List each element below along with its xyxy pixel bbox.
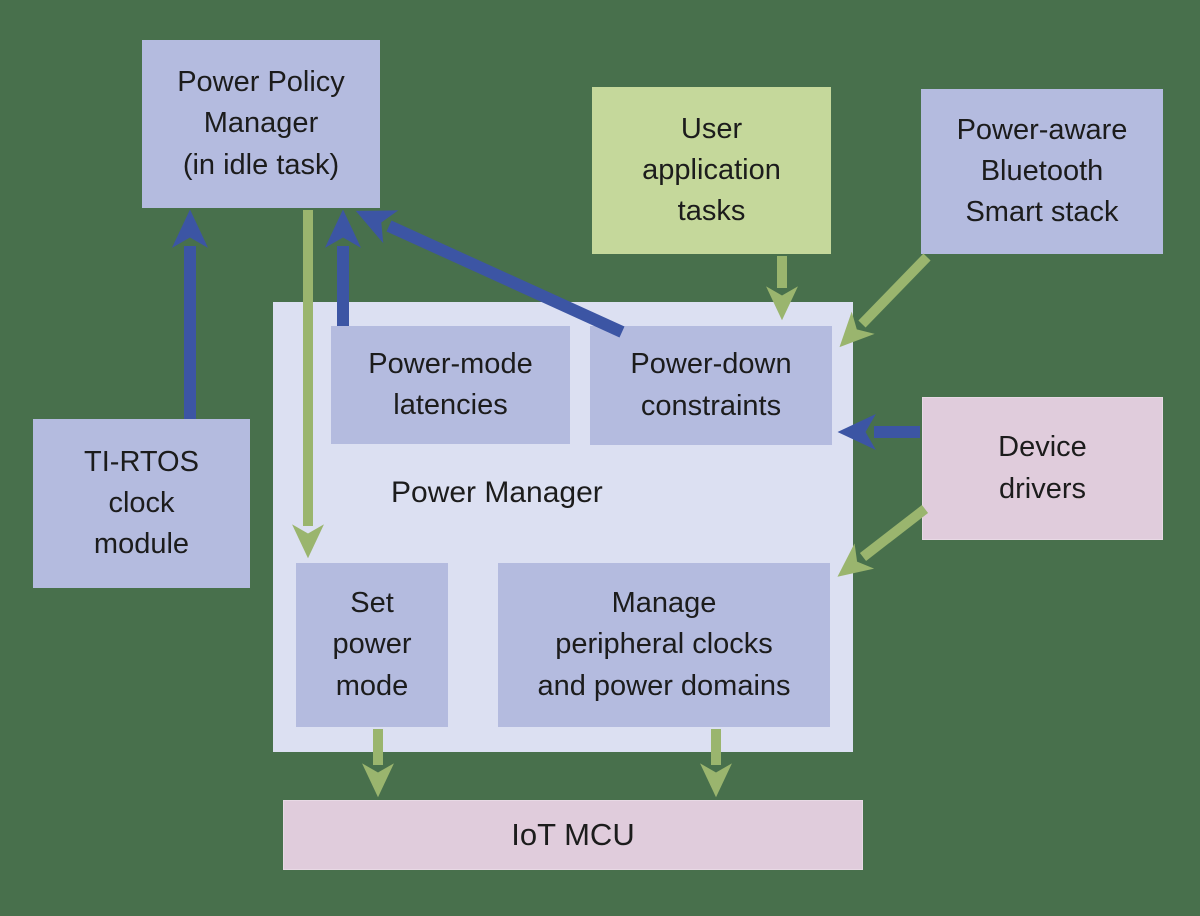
box-iot-mcu: IoT MCU [283,800,863,870]
arrow-bluetooth-to-constraints [839,253,931,348]
power-policy-manager-label: Power Policy Manager (in idle task) [177,66,345,181]
iot-mcu-label: IoT MCU [511,816,635,852]
bluetooth-stack-label: Power-aware Bluetooth Smart stack [956,113,1128,229]
manage-peripherals-label: Manage peripheral clocks and power domai… [537,587,791,702]
ti-rtos-clock-label: TI-RTOS clock module [84,445,199,561]
box-power-policy-manager: Power Policy Manager (in idle task) [142,40,380,208]
box-manage-peripherals: Manage peripheral clocks and power domai… [498,563,830,727]
box-bluetooth-stack: Power-aware Bluetooth Smart stack [921,89,1163,254]
set-power-mode-label: Set power mode [332,587,412,702]
box-ti-rtos-clock: TI-RTOS clock module [33,419,250,588]
device-drivers-label: Device drivers [998,431,1087,505]
box-set-power-mode: Set power mode [296,563,448,727]
power-mode-latencies-label: Power-mode latencies [368,347,533,421]
arrow-device-drivers-to-manage-peripherals [837,505,929,577]
box-power-down-constraints: Power-down constraints [590,326,832,445]
power-manager-label: Power Manager [391,476,603,509]
box-power-mode-latencies: Power-mode latencies [331,326,570,444]
user-application-tasks-label: User application tasks [642,112,781,228]
power-down-constraints-label: Power-down constraints [630,348,792,422]
box-device-drivers: Device drivers [922,397,1163,540]
box-user-application-tasks: User application tasks [592,87,831,254]
